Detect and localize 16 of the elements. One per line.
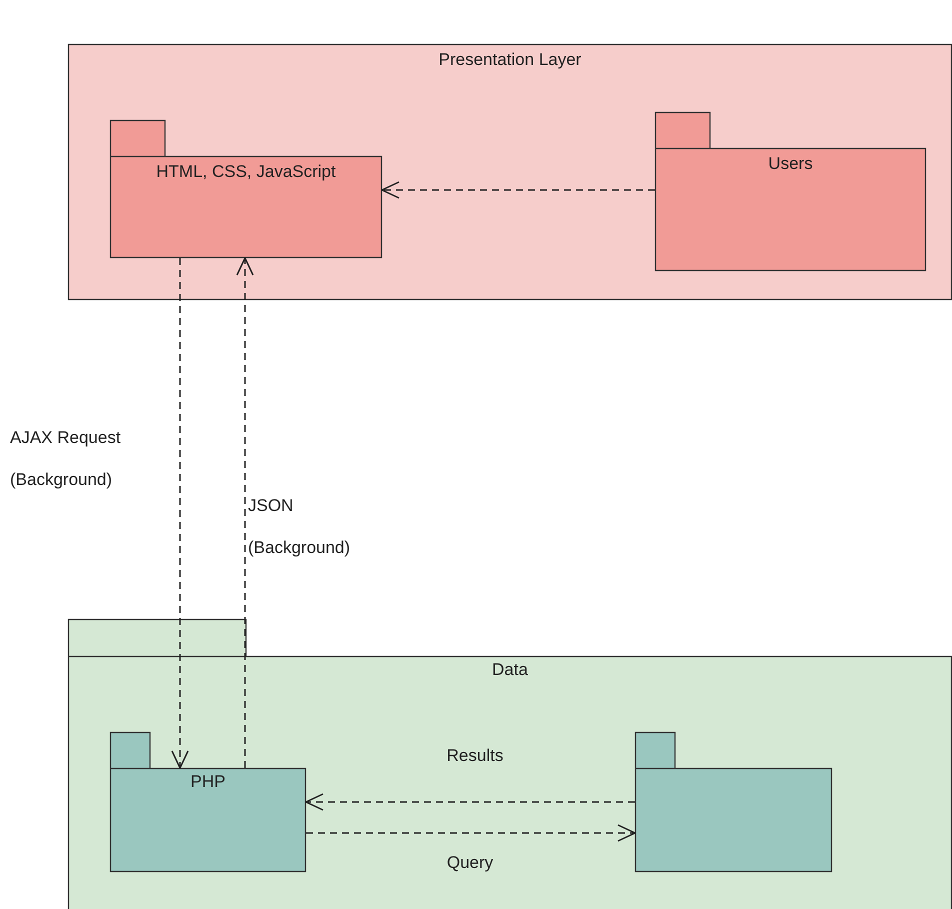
dashed-arrow [236,257,254,768]
package-name: Users [767,154,814,174]
package-name: HTML, CSS, JavaScript [155,162,337,182]
package-name: Presentation Layer [438,50,582,70]
package-box [635,732,832,872]
package-box [110,120,382,258]
package-name: Data [491,660,529,680]
dashed-arrow [305,793,635,811]
package-box [68,44,952,300]
dashed-arrow [171,258,189,769]
dashed-arrow [381,181,655,199]
dashed-arrow [306,824,636,842]
package-box [655,112,926,271]
package-box [68,619,952,909]
package-box [110,732,306,872]
package-name: PHP [190,772,226,792]
